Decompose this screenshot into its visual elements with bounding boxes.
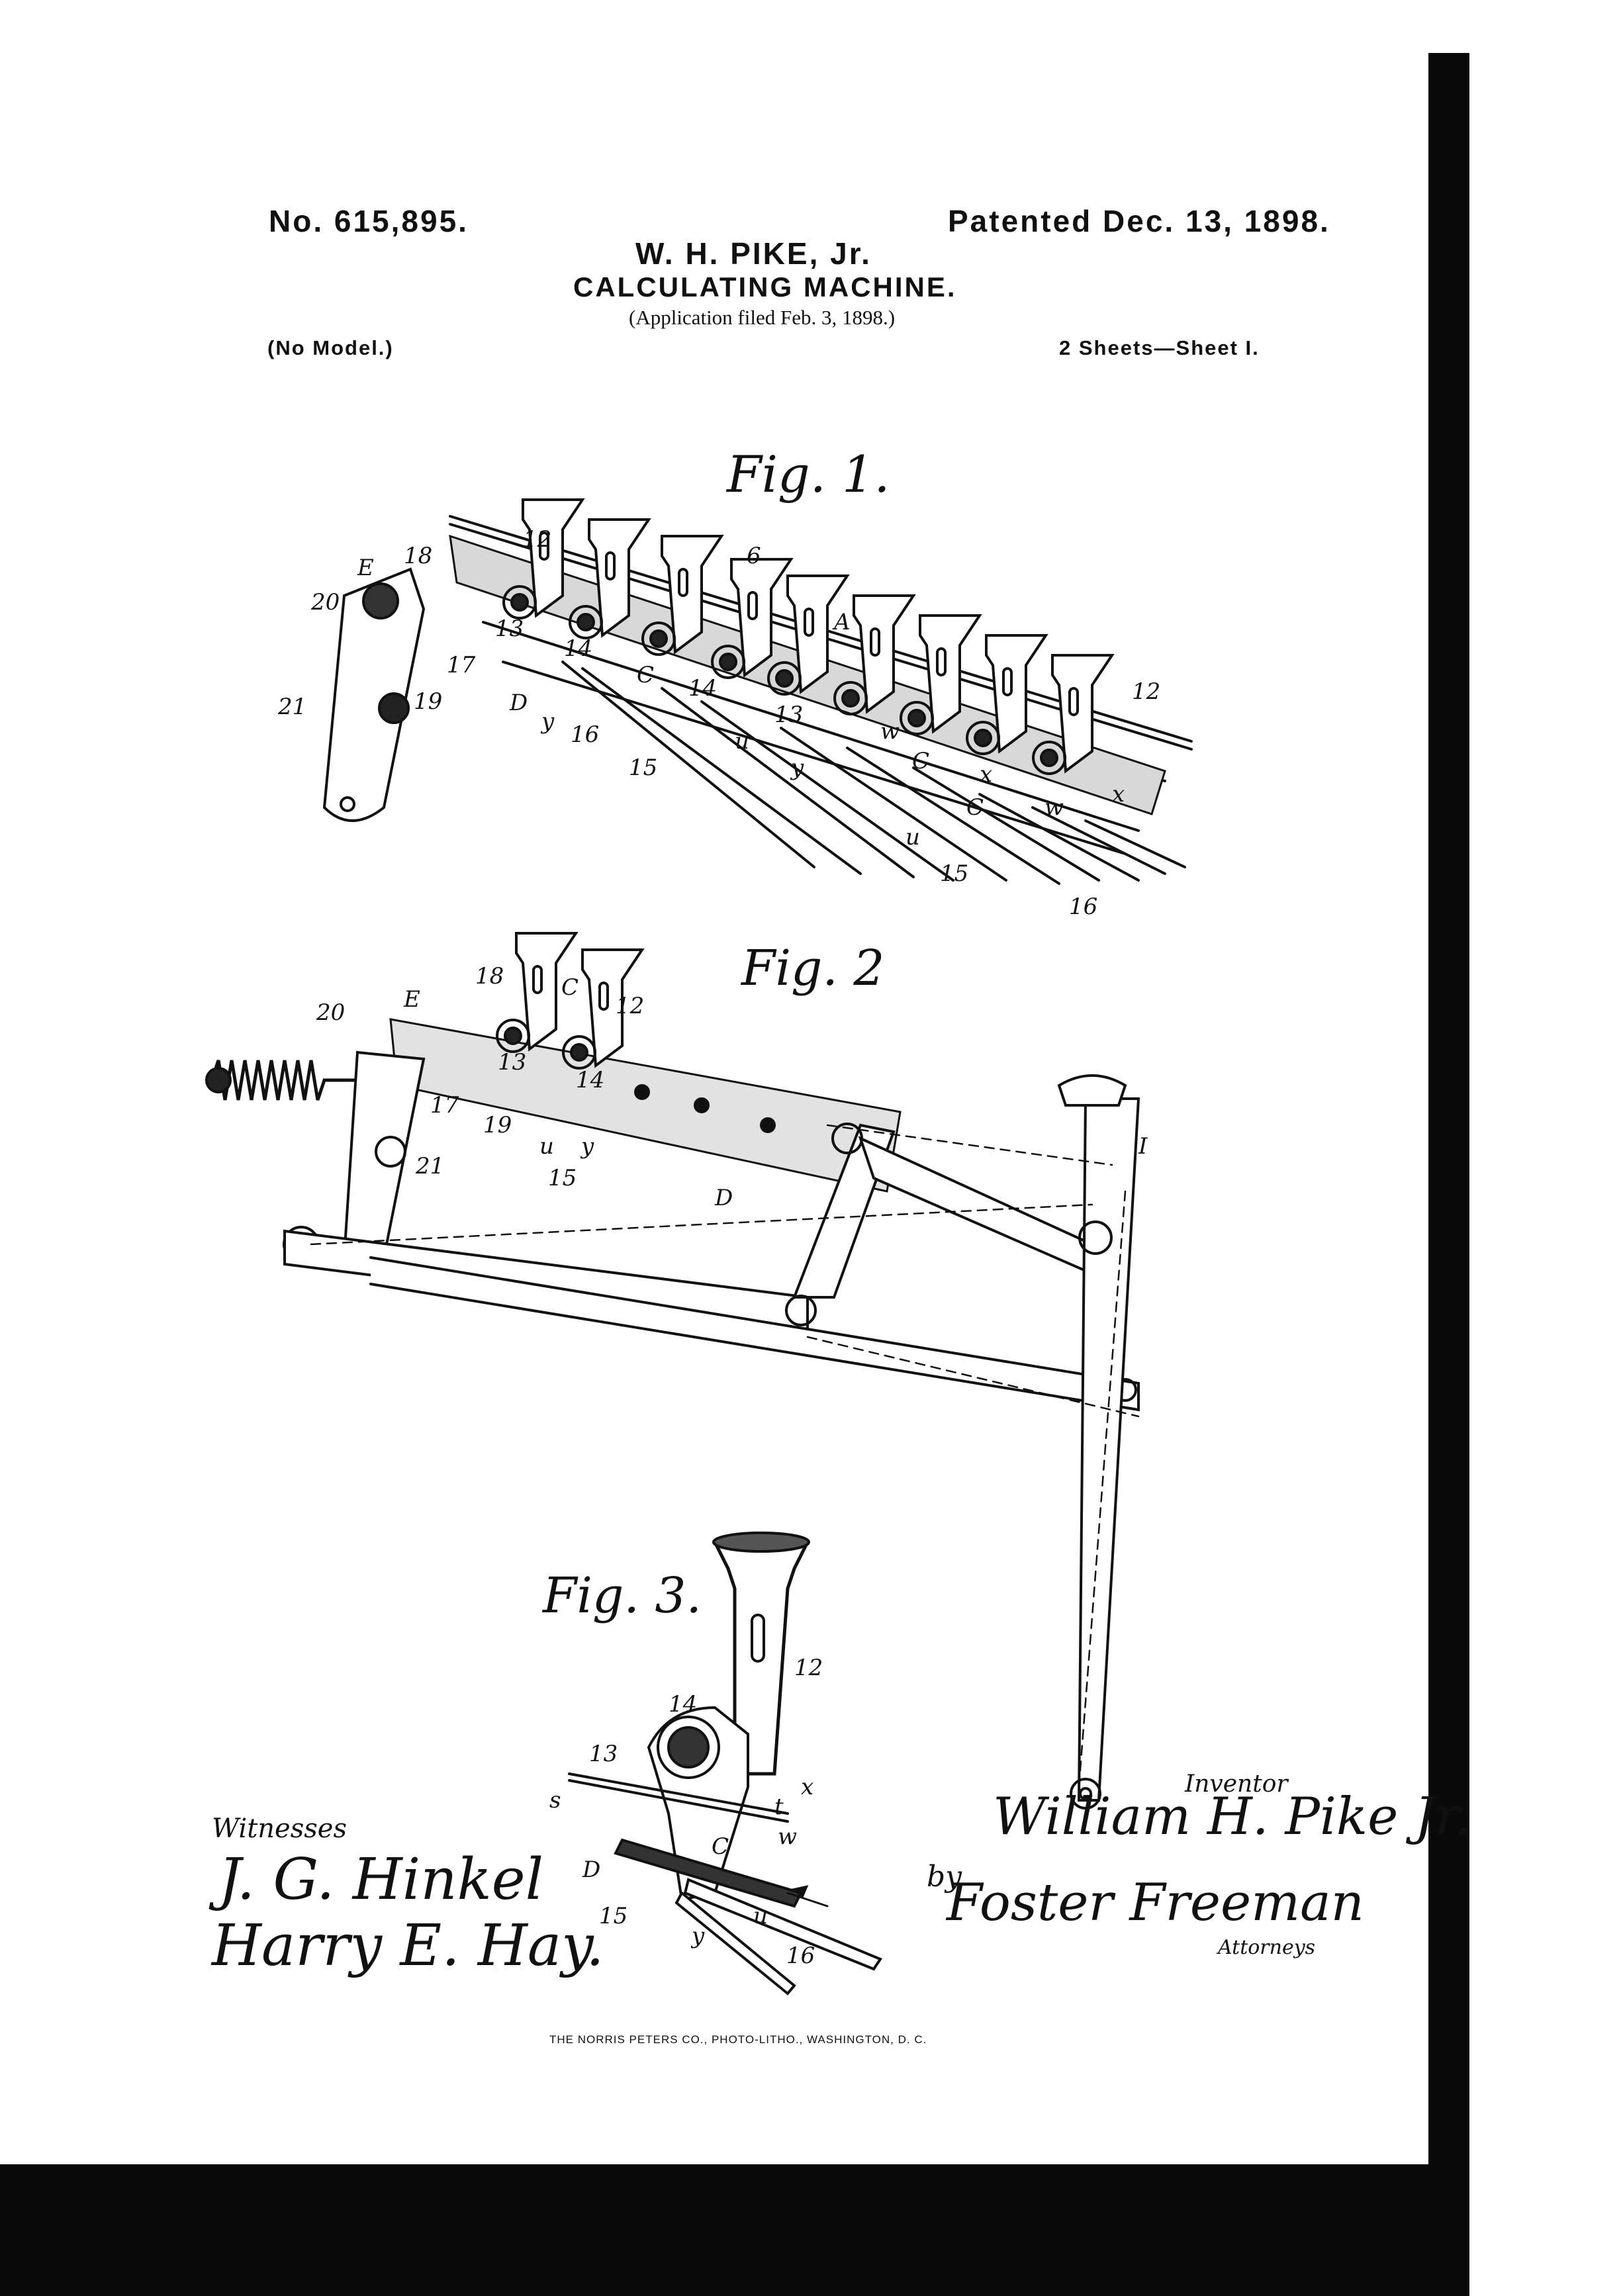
- fig3-ref: 13: [589, 1741, 618, 1767]
- fig2-ref: E: [404, 986, 420, 1013]
- sheet-count: 2 Sheets—Sheet I.: [1059, 336, 1260, 359]
- fig1-ref: 19: [414, 688, 443, 715]
- fig1-ref: y: [791, 755, 804, 781]
- fig2-ref: 14: [576, 1067, 605, 1093]
- figure-2-caption: Fig. 2: [741, 940, 885, 997]
- fig1-ref: 16: [1069, 894, 1098, 920]
- attorney-signature: Foster Freeman: [947, 1873, 1364, 1933]
- fig1-ref: w: [880, 718, 900, 745]
- scan-border-right: [1428, 53, 1469, 2296]
- witness-signature-1: J. G. Hinkel: [218, 1847, 544, 1913]
- fig1-ref: w: [1044, 794, 1064, 821]
- figure-1-caption: Fig. 1.: [727, 445, 890, 504]
- fig1-ref: 21: [278, 694, 307, 720]
- patent-date: Patented Dec. 13, 1898.: [948, 204, 1330, 238]
- fig1-ref: C: [912, 748, 930, 774]
- by-label: by: [927, 1860, 962, 1894]
- fig2-ref: 12: [616, 993, 645, 1019]
- fig1-ref: y: [541, 708, 555, 735]
- figure-3-caption: Fig. 3.: [543, 1567, 702, 1624]
- fig2-ref: C: [561, 974, 579, 1001]
- fig2-ref: y: [581, 1133, 594, 1160]
- fig3-ref: w: [778, 1823, 798, 1850]
- model-note: (No Model.): [267, 336, 394, 359]
- fig1-ref: 15: [629, 755, 658, 781]
- fig3-ref: 14: [669, 1691, 698, 1718]
- inventor-signature: William H. Pike Jr.: [993, 1787, 1471, 1847]
- fig1-ref: D: [510, 690, 528, 716]
- fig2-ref: 20: [316, 999, 346, 1026]
- fig3-ref: x: [801, 1774, 814, 1800]
- fig2-ref: 21: [416, 1153, 445, 1179]
- fig2-ref: I: [1138, 1133, 1148, 1160]
- fig1-ref: 17: [447, 652, 476, 678]
- fig3-ref: u: [753, 1903, 768, 1929]
- patent-number: No. 615,895.: [269, 204, 469, 238]
- fig2-ref: 13: [498, 1049, 527, 1076]
- inventor-label: Inventor: [1185, 1770, 1288, 1798]
- fig3-ref: C: [712, 1833, 729, 1860]
- fig3-ref: 16: [786, 1943, 815, 1969]
- figure-1-drawing: [322, 498, 1193, 885]
- fig1-ref: 13: [495, 616, 524, 642]
- fig1-ref: 18: [404, 543, 433, 569]
- fig2-ref: 17: [430, 1092, 459, 1119]
- fig1-ref: A: [834, 609, 851, 635]
- witnesses-label: Witnesses: [212, 1814, 347, 1844]
- fig1-ref: 12: [1132, 678, 1161, 705]
- fig1-ref: 6: [747, 543, 761, 569]
- fig2-ref: u: [539, 1133, 554, 1160]
- document-title: CALCULATING MACHINE.: [573, 271, 957, 302]
- fig1-ref: 20: [311, 589, 340, 616]
- fig2-ref: D: [715, 1185, 733, 1211]
- fig3-ref: t: [774, 1794, 784, 1820]
- fig3-ref: 12: [794, 1655, 823, 1681]
- printer-credit: THE NORRIS PETERS CO., PHOTO-LITHO., WAS…: [549, 2033, 927, 2046]
- fig3-ref: D: [582, 1857, 601, 1883]
- witness-signature-2: Harry E. Hay.: [212, 1913, 604, 1979]
- fig1-ref: C: [966, 794, 984, 821]
- inventor-line: W. H. PIKE, Jr.: [635, 236, 872, 271]
- fig3-ref: y: [692, 1923, 705, 1949]
- fig1-ref: 12: [523, 526, 552, 553]
- fig1-ref: u: [905, 824, 920, 850]
- fig1-ref: E: [357, 555, 374, 581]
- fig1-ref: 14: [564, 635, 593, 662]
- fig1-ref: 13: [774, 702, 804, 728]
- fig1-ref: 15: [940, 860, 969, 887]
- fig1-ref: 14: [688, 675, 718, 702]
- attorneys-label: Attorneys: [1218, 1936, 1316, 1959]
- fig1-ref: x: [980, 761, 993, 788]
- fig2-ref: 19: [483, 1112, 512, 1138]
- fig2-ref: 15: [548, 1165, 577, 1191]
- fig2-ref: 18: [475, 963, 504, 989]
- fig1-ref: 16: [571, 721, 600, 748]
- fig1-ref: C: [637, 662, 655, 688]
- fig3-ref: 15: [599, 1903, 628, 1929]
- fig1-ref: u: [735, 728, 749, 755]
- scan-border-bottom: [0, 2164, 1469, 2296]
- application-date: (Application filed Feb. 3, 1898.): [629, 306, 896, 329]
- fig3-ref: s: [549, 1787, 561, 1814]
- figure-2-drawing: [205, 932, 1140, 1810]
- figure-3-drawing: [568, 1532, 883, 1996]
- fig1-ref: x: [1112, 781, 1125, 807]
